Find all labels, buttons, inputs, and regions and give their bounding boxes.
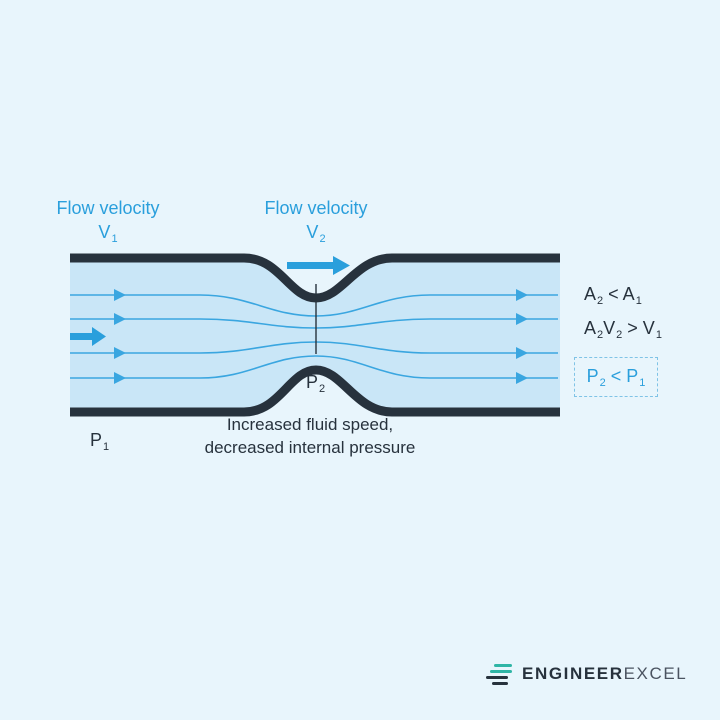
arrowhead-icon bbox=[114, 347, 126, 359]
brand-logo: ENGINEEREXCEL bbox=[486, 663, 687, 685]
velocity-relation: A2V2 > V1 bbox=[584, 318, 662, 341]
throat-flow-arrow-icon bbox=[287, 256, 350, 275]
arrowhead-icon bbox=[516, 372, 528, 384]
area-relation: A2 < A1 bbox=[584, 284, 642, 307]
inlet-flow-arrow-icon bbox=[70, 327, 106, 346]
fluid-region bbox=[70, 262, 560, 408]
arrowhead-icon bbox=[516, 313, 528, 325]
inlet-velocity-label: Flow velocity V1 bbox=[46, 198, 170, 245]
pipe-bottom-wall bbox=[70, 365, 560, 417]
arrowhead-icon bbox=[114, 289, 126, 301]
note-line-2: decreased internal pressure bbox=[204, 438, 416, 457]
arrowhead-icon bbox=[516, 347, 528, 359]
throat-velocity-label: Flow velocity V2 bbox=[254, 198, 378, 245]
explanation-note: Increased fluid speed, decreased interna… bbox=[190, 413, 430, 459]
note-line-1: Increased fluid speed, bbox=[226, 415, 394, 434]
inlet-velocity-symbol: V1 bbox=[98, 222, 118, 245]
throat-velocity-text: Flow velocity bbox=[264, 198, 368, 218]
arrowhead-icon bbox=[114, 313, 126, 325]
arrowhead-icon bbox=[516, 289, 528, 301]
pressure-relation-box: P2 < P1 bbox=[574, 357, 658, 397]
brand-wordmark: ENGINEEREXCEL bbox=[522, 664, 688, 683]
pressure-relation: P2 < P1 bbox=[586, 365, 646, 389]
throat-pressure-label: P2 bbox=[306, 372, 326, 395]
throat-velocity-symbol: V2 bbox=[306, 222, 326, 245]
inlet-velocity-text: Flow velocity bbox=[56, 198, 160, 218]
inlet-pressure-label: P1 bbox=[90, 430, 110, 453]
speed-lines-icon bbox=[486, 664, 512, 685]
streamline-4 bbox=[70, 355, 558, 379]
arrowhead-icon bbox=[114, 372, 126, 384]
